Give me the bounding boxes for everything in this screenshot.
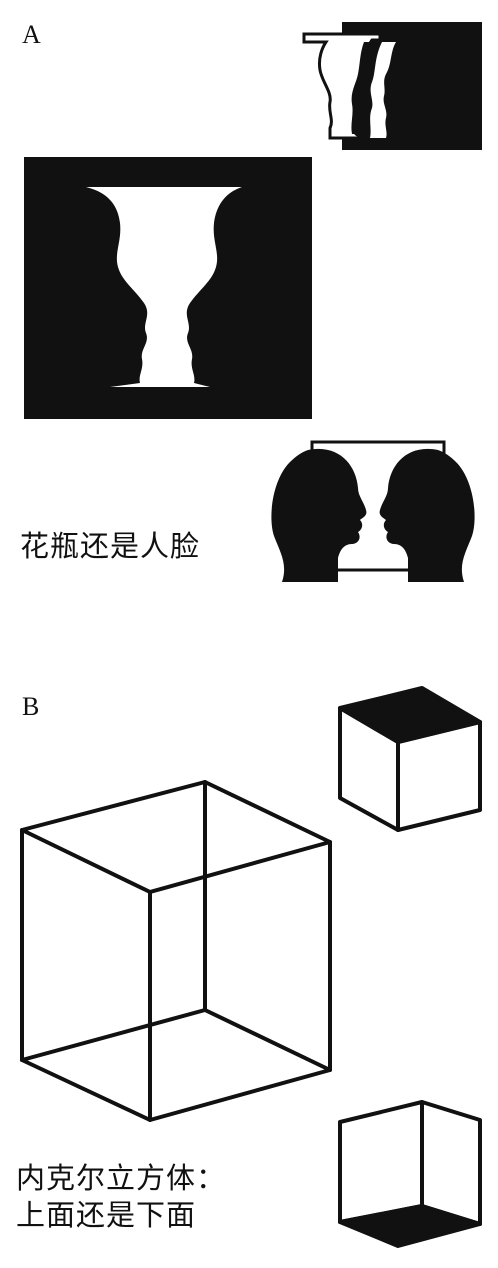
section-b-caption-line1: 内克尔立方体： [16, 1161, 227, 1195]
large-vase-faces-figure [24, 157, 312, 419]
section-b-caption: 内克尔立方体： 上面还是下面 [16, 1160, 226, 1234]
section-a-caption: 花瓶还是人脸 [20, 529, 201, 563]
section-b-caption-line2: 上面还是下面 [16, 1198, 197, 1233]
necker-cube-figure [20, 780, 332, 1122]
heads-vase-figure [271, 440, 475, 582]
section-b-label: B [22, 692, 40, 721]
section-a-label: A [22, 20, 41, 49]
cube-dark-bottom-figure [338, 1100, 482, 1248]
small-vase-faces-figure [302, 22, 482, 150]
cube-dark-top-figure [338, 686, 482, 832]
